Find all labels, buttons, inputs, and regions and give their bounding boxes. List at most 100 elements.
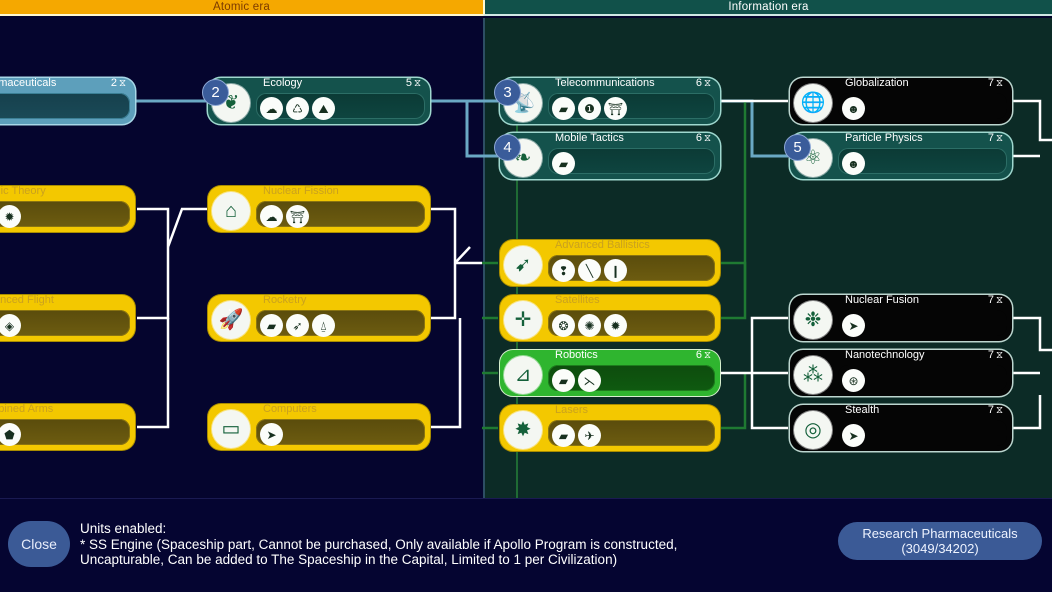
- atomic-bomb-icon: ☁: [260, 205, 283, 228]
- units-enabled-info: Units enabled: * SS Engine (Spaceship pa…: [80, 521, 800, 568]
- tech-card-lasers[interactable]: Lasers✸▰✈: [500, 404, 720, 451]
- hourglass-icon: ⧖: [995, 133, 1003, 144]
- ballistic-missile-icon: ➹: [504, 246, 542, 284]
- fusion-icon: ❉: [794, 301, 832, 339]
- ss-booster-icon: ❂: [552, 314, 575, 337]
- modern-armor-icon: ▰: [552, 424, 575, 447]
- tech-card-computers[interactable]: Computers▭➤: [208, 403, 430, 450]
- tech-card-body: [256, 93, 425, 119]
- era-information-text: Information era: [728, 1, 809, 13]
- tech-turns-value: 7: [987, 404, 994, 416]
- rocket-artillery-icon: ➶: [286, 314, 309, 337]
- tech-card-body: [838, 93, 1007, 119]
- modern-armor-icon: ▰: [552, 152, 575, 175]
- research-queue-number[interactable]: 4: [494, 134, 521, 161]
- apollo-program-icon: ⍙: [312, 314, 335, 337]
- burst-icon: ✹: [604, 314, 627, 337]
- research-queue-number[interactable]: 2: [202, 79, 229, 106]
- tech-unlocks-list: ➤: [842, 424, 865, 447]
- tech-unlocks-list: ❂✺✹: [552, 314, 627, 337]
- tech-unlocks-list: ☁♺⛰: [260, 97, 335, 120]
- tech-card-body: [548, 148, 715, 174]
- units-enabled-line-1: * SS Engine (Spaceship part, Cannot be p…: [80, 536, 678, 552]
- tech-name-label: Combined Arms: [0, 403, 54, 415]
- nuclear-sub-icon: ❙: [604, 259, 627, 282]
- tech-name-label: Ecology: [263, 77, 303, 89]
- tech-card-body: [0, 310, 130, 336]
- tech-unlocks-list: ☢✹: [0, 205, 21, 228]
- tech-card-atomic-theory[interactable]: Atomic Theory☢☢✹: [0, 185, 135, 232]
- tech-unlocks-list: ▰➶⍙: [260, 314, 335, 337]
- tech-turns-value: 7: [987, 349, 994, 361]
- guided-missile-icon: ❢: [552, 259, 575, 282]
- nano-cluster-icon: ⁂: [794, 356, 832, 394]
- tech-card-body: [548, 365, 715, 391]
- research-queue-number[interactable]: 5: [784, 134, 811, 161]
- tech-turns-value: 6: [695, 77, 702, 89]
- tech-unlocks-list: ✈◈: [0, 314, 21, 337]
- close-button[interactable]: Close: [8, 521, 70, 567]
- stealth-bomber-icon: ➤: [842, 424, 865, 447]
- stealth-radar-icon: ◎: [794, 411, 832, 449]
- research-current-button[interactable]: Research Pharmaceuticals (3049/34202): [838, 522, 1042, 560]
- solar-plant-icon: ☁: [260, 97, 283, 120]
- tech-turns-label: 5⧖: [406, 77, 421, 89]
- stadium-icon: ⛰: [312, 97, 335, 120]
- tech-name-label: Computers: [263, 403, 317, 415]
- hourglass-icon: ⧖: [995, 405, 1003, 416]
- tech-turns-value: 6: [695, 349, 702, 361]
- tech-name-label: Particle Physics: [845, 132, 923, 144]
- tech-turns-label: 7⧖: [988, 349, 1003, 361]
- tech-name-label: Atomic Theory: [0, 185, 46, 197]
- national-visitor-center-icon: ⛩: [604, 97, 627, 120]
- tech-name-label: Lasers: [555, 404, 589, 416]
- tech-unlocks-list: ▰: [552, 152, 575, 175]
- hourglass-icon: ⧖: [413, 78, 421, 89]
- era-label-atomic: Atomic era: [0, 0, 483, 16]
- tech-card-rocketry[interactable]: Rocketry🚀▰➶⍙: [208, 294, 430, 341]
- tech-card-body: [548, 255, 715, 281]
- era-atomic-text: Atomic era: [213, 1, 270, 13]
- tech-card-combined-arms[interactable]: Combined Arms⌖⌖⬟: [0, 403, 135, 450]
- tech-name-label: Advanced Ballistics: [555, 239, 650, 251]
- tech-unlocks-list: ❢╲❙: [552, 259, 627, 282]
- era-label-information: Information era: [483, 0, 1052, 16]
- tech-name-label: Advanced Flight: [0, 294, 54, 306]
- tech-card-body: [256, 419, 425, 445]
- tech-card-nuclear-fission[interactable]: Nuclear Fission⌂☁⛩: [208, 185, 430, 232]
- research-queue-number[interactable]: 3: [494, 79, 521, 106]
- tech-turns-label: 7⧖: [988, 77, 1003, 89]
- scientist-icon: ☻: [842, 152, 865, 175]
- tech-card-satellites[interactable]: Satellites✛❂✺✹: [500, 294, 720, 341]
- tech-turns-value: 7: [987, 132, 994, 144]
- jet-fighter-icon: ✈: [578, 424, 601, 447]
- tech-name-label: Telecommunications: [555, 77, 655, 89]
- tech-unlocks-list: ⌖⬟: [0, 423, 21, 446]
- tech-card-pharmaceuticals[interactable]: Pharmaceuticals2⧖⚗⚗: [0, 77, 135, 124]
- factory-icon: ▰: [552, 369, 575, 392]
- hourglass-icon: ⧖: [703, 133, 711, 144]
- manhattan-project-icon: ⛩: [286, 205, 309, 228]
- tech-turns-label: 6⧖: [696, 132, 711, 144]
- hourglass-icon: ⧖: [995, 350, 1003, 361]
- tech-card-body: [0, 201, 130, 227]
- burst-icon: ✹: [0, 205, 21, 228]
- tech-turns-label: 7⧖: [988, 132, 1003, 144]
- research-button-label: Research Pharmaceuticals: [862, 526, 1018, 541]
- tech-card-advanced-flight[interactable]: Advanced Flight✈✈◈: [0, 294, 135, 341]
- tech-turns-value: 7: [987, 294, 994, 306]
- tech-card-advanced-ballistics[interactable]: Advanced Ballistics ➹ ❢╲❙: [500, 239, 720, 286]
- research-button-progress: (3049/34202): [901, 541, 979, 556]
- tech-name-label: Globalization: [845, 77, 909, 89]
- tech-card-body: [548, 93, 715, 119]
- tech-card-body: [256, 201, 425, 227]
